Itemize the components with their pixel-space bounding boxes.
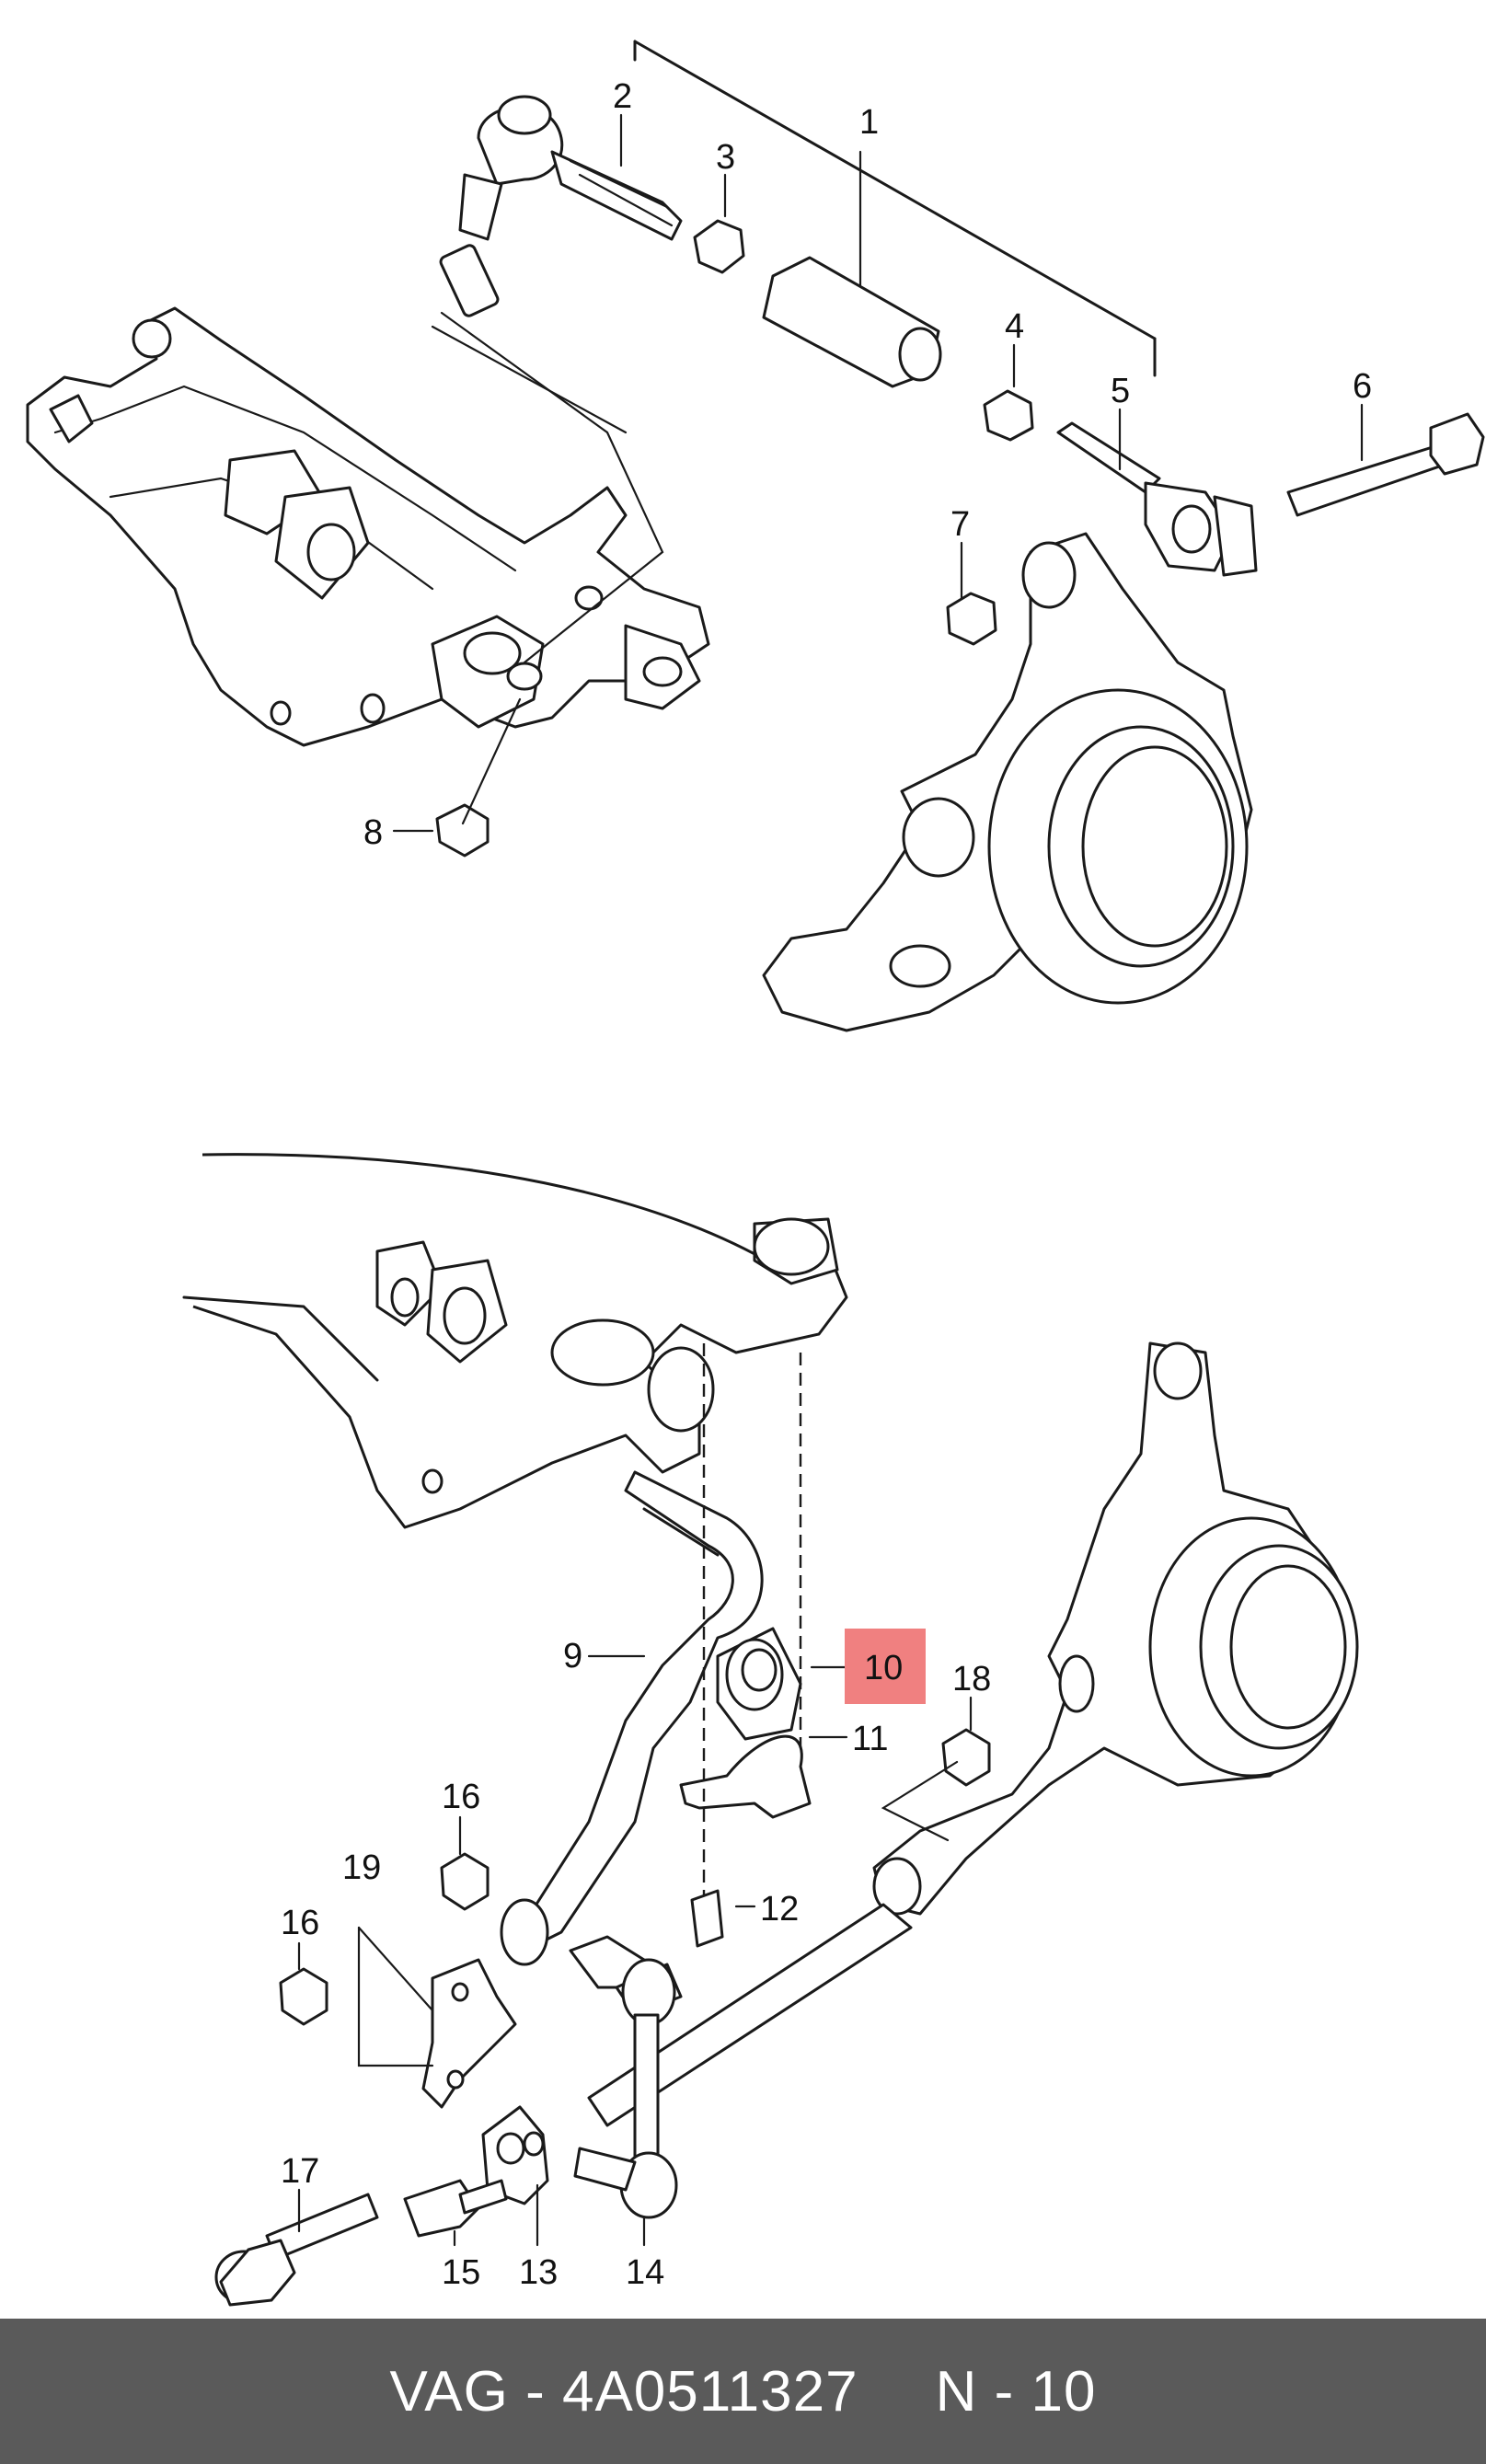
footer-bar: VAG - 4A0511327 N - 10 [0, 2319, 1486, 2464]
callout-16-lower: 16 [281, 1904, 319, 1942]
callout-15: 15 [442, 2253, 480, 2292]
stabilizer-bar [523, 1470, 764, 1943]
bolt-6 [1286, 412, 1485, 517]
callout-4: 4 [1005, 307, 1024, 346]
highlight-box-10 [845, 1629, 926, 1704]
part-code: VAG - 4A0511327 [389, 2359, 858, 2424]
callout-8: 8 [363, 813, 383, 852]
callout-9: 9 [563, 1637, 582, 1675]
nut-18 [941, 1728, 991, 1787]
tie-rod-5 [1056, 421, 1258, 577]
bushing-10 [716, 1627, 802, 1741]
bracket-19 [421, 1958, 517, 2109]
callout-19: 19 [342, 1848, 381, 1887]
coupling-rod [569, 1935, 683, 2219]
callout-16-upper: 16 [442, 1778, 480, 1816]
callout-3: 3 [716, 138, 735, 177]
callout-5: 5 [1111, 372, 1130, 410]
lower-assembly [182, 1153, 1359, 2307]
subframe [192, 1153, 848, 1529]
callout-leaders [297, 113, 1364, 2247]
bolt-17 [214, 2193, 379, 2307]
callout-labels: 2 1 3 4 5 6 7 8 9 10 11 12 13 14 15 16 1… [281, 77, 1372, 2292]
upper-assembly [26, 40, 1485, 1032]
tie-rod-end [439, 95, 683, 317]
steering-knuckle-upper [762, 532, 1253, 1032]
callout-11: 11 [852, 1720, 888, 1758]
nut-8 [435, 803, 490, 858]
nut-3 [693, 219, 745, 274]
callout-17: 17 [281, 2152, 319, 2191]
callout-1: 1 [859, 103, 879, 142]
callout-2: 2 [613, 77, 632, 116]
reference-code: N - 10 [935, 2359, 1097, 2424]
callout-14: 14 [626, 2253, 664, 2292]
nut-16-lower [279, 1967, 328, 2026]
parts-diagram: 2 1 3 4 5 6 7 8 9 10 11 12 13 14 15 16 1… [26, 40, 1485, 2307]
control-arm [26, 306, 710, 747]
callout-12: 12 [760, 1890, 799, 1929]
nut-4 [983, 389, 1034, 442]
callout-10: 10 [864, 1649, 903, 1687]
callout-13: 13 [519, 2253, 558, 2292]
nut-7 [946, 592, 997, 646]
clamp-11 [679, 1734, 812, 1819]
nut-16-upper [440, 1852, 490, 1911]
callout-7: 7 [950, 505, 970, 544]
callout-18: 18 [952, 1660, 991, 1698]
bolt-12 [690, 1889, 724, 1948]
steering-knuckle-lower [872, 1341, 1359, 1916]
callout-6: 6 [1353, 367, 1372, 406]
